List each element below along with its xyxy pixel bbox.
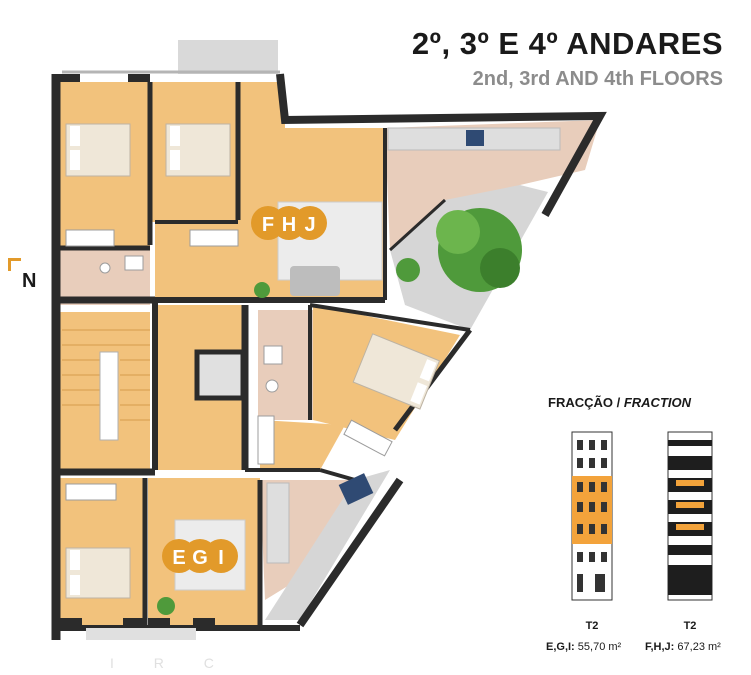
cooktop-bottom-icon — [338, 473, 374, 505]
fraction-heading-pt: FRACÇÃO — [548, 395, 613, 410]
watermark: I R C — [110, 655, 232, 671]
unit-letter: G — [192, 547, 208, 569]
kitchen-counter-bottom — [266, 482, 290, 564]
unit-area-value: 67,23 m² — [677, 641, 721, 653]
bed-icon — [65, 547, 131, 599]
bathroom-fixture-icon — [99, 255, 283, 465]
building-section-fh — [667, 431, 713, 601]
balcony-bottom — [86, 628, 196, 640]
north-arrow-icon — [8, 258, 21, 271]
lift-floor — [195, 350, 245, 400]
unit-letter: E — [172, 547, 185, 569]
stair-well — [99, 351, 119, 441]
fraction-heading-en: FRACTION — [623, 395, 692, 410]
corridor-floor — [260, 420, 345, 470]
sofa-icon — [290, 266, 340, 296]
tree-icon — [157, 208, 522, 615]
unit-type-label: T2 — [683, 620, 697, 632]
unit-letter: J — [304, 214, 315, 236]
bathroom-2-floor — [258, 310, 313, 420]
unit-badge-bottom: E G I — [162, 539, 238, 573]
window-piers — [60, 74, 215, 630]
wardrobe-icon — [65, 229, 393, 501]
north-indicator: N — [8, 258, 48, 298]
building-section-eg — [571, 431, 613, 601]
staircase — [62, 329, 150, 421]
bed-icon — [352, 333, 441, 410]
unit-area-egi: E,G,I: 55,70 m² — [546, 641, 621, 653]
unit-letter: F — [262, 214, 274, 236]
bed-icon — [165, 123, 231, 177]
fraction-heading: FRACÇÃO / FRACTION — [548, 395, 691, 410]
unit-area-label: E,G,I: — [546, 641, 575, 653]
unit-letter: I — [218, 547, 224, 569]
page-title: 2º, 3º E 4º ANDARES — [411, 26, 723, 61]
balcony-top — [178, 40, 278, 74]
unit-badge-top: F H J — [251, 206, 327, 240]
balcony-right — [265, 470, 390, 620]
unit-letter: H — [282, 214, 296, 236]
page-subtitle: 2nd, 3rd AND 4th FLOORS — [472, 68, 723, 90]
fraction-separator: / — [613, 395, 624, 410]
unit-type-label: T2 — [585, 620, 599, 632]
walls — [51, 73, 607, 640]
cooktop-icon — [466, 130, 484, 146]
unit-area-fhj: F,H,J: 67,23 m² — [645, 641, 721, 653]
bed-icon — [65, 123, 131, 177]
north-label: N — [22, 270, 37, 292]
unit-area-label: F,H,J: — [645, 641, 675, 653]
unit-area-value: 55,70 m² — [577, 641, 622, 653]
